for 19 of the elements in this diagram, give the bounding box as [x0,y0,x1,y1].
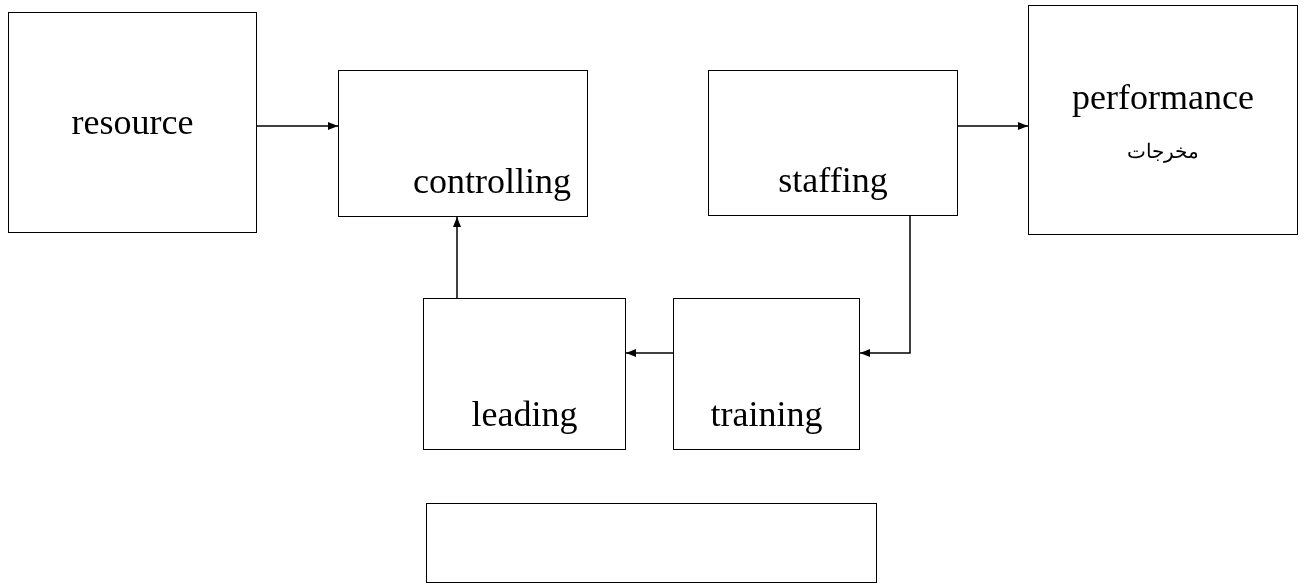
arrow [859,215,911,357]
process-box [708,70,958,216]
arrow [957,122,1029,130]
box-label: controlling [413,160,571,203]
box-label: staffing [778,159,888,202]
process-box [673,298,860,450]
process-box [338,70,588,217]
box-label: leading [471,393,578,436]
box-label: resource [71,101,194,144]
process-box [8,12,257,233]
box-sublabel: مخرجات [1127,138,1199,165]
arrow [625,349,674,357]
process-box [423,298,626,450]
process-box [1028,5,1298,235]
arrow [453,216,461,299]
box-label: training [710,393,823,436]
arrow [256,122,339,130]
box-label: performance [1072,75,1254,119]
empty-box [426,503,877,583]
